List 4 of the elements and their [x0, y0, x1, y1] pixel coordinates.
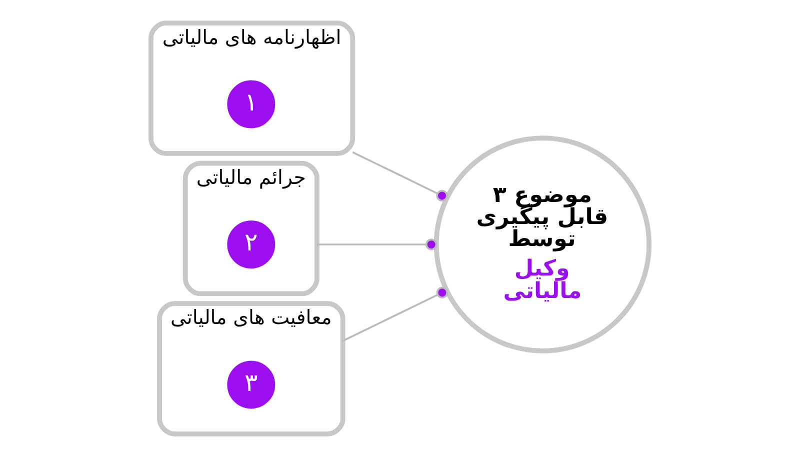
connector [352, 151, 448, 202]
node-circle: ۳ موضوع قابل پیگیری توسط وکیل مالیاتی [434, 136, 652, 354]
connector [342, 286, 448, 342]
connector [316, 238, 438, 250]
